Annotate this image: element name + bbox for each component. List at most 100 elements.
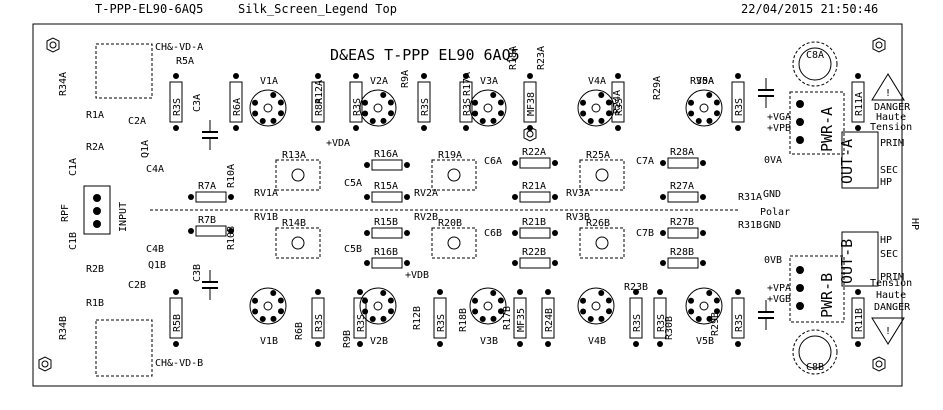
- svg-text:Haute: Haute: [876, 112, 906, 123]
- svg-text:R26B: R26B: [586, 218, 610, 229]
- part-label-18: R17A: [462, 72, 473, 96]
- gnd-label-top: GND: [763, 189, 781, 200]
- part-label-47: Q1A: [140, 140, 151, 158]
- part-label-12: R29A: [652, 76, 663, 100]
- tube-v2b: V2B: [359, 287, 397, 347]
- out-a-sec-label: SEC: [880, 165, 898, 176]
- resistor-top-8: R3S: [731, 73, 745, 131]
- mount-hole-top-left: [46, 37, 60, 53]
- svg-text:R15A: R15A: [374, 181, 398, 192]
- svg-text:V5B: V5B: [696, 336, 714, 347]
- resistor-top-4: R3S: [417, 73, 431, 131]
- part-label-27: R31A: [738, 192, 762, 203]
- resistor-top-5: R3S: [459, 73, 473, 131]
- tube-v4b: V4B: [577, 287, 615, 347]
- trimmer-box-5: R26B: [579, 218, 625, 259]
- svg-text:V2B: V2B: [370, 336, 388, 347]
- svg-text:Tension: Tension: [870, 278, 912, 289]
- out-b-prim-label: PRIM: [880, 272, 904, 283]
- input-connector: [83, 185, 111, 235]
- tube-v3b: V3B: [469, 287, 507, 347]
- resistor-mid-13: R28B: [660, 247, 706, 269]
- resistor-bottom-3: R3S: [433, 289, 447, 347]
- resistor-mid-12: R27B: [660, 217, 706, 239]
- part-label-1: R1A: [86, 110, 104, 121]
- resistor-bottom-0: R5B: [169, 289, 183, 347]
- resistor-mid-3: R15A: [364, 181, 410, 203]
- svg-text:DANGER: DANGER: [874, 302, 911, 313]
- tube-sockets-bottom: V1B V2B V3B V4B V5B: [249, 287, 723, 347]
- resistor-bottom-6: R3S: [629, 289, 643, 347]
- part-label-4: C3A: [192, 94, 203, 112]
- ch-vd-b-label: CH&-VD-B: [155, 358, 203, 369]
- danger-warning-bottom: ! Tension Haute DANGER: [870, 278, 912, 345]
- svg-text:R27A: R27A: [670, 181, 694, 192]
- resistor-mid-2: R16A: [364, 149, 410, 171]
- trimmer-box-4: R25A: [579, 150, 625, 191]
- svg-text:R3S: R3S: [420, 98, 431, 116]
- svg-text:OUT-B: OUT-B: [838, 239, 856, 284]
- svg-text:V1B: V1B: [260, 336, 278, 347]
- svg-text:R27B: R27B: [670, 217, 694, 228]
- resistor-mid-9: R22B: [512, 247, 558, 269]
- trimmer-box-0: R13A: [275, 150, 321, 191]
- part-label-33: RV3A: [566, 188, 590, 199]
- resistor-mid-8: R21B: [512, 217, 558, 239]
- svg-text:R20B: R20B: [438, 218, 462, 229]
- out-b-block: OUT-B: [838, 231, 879, 287]
- part-label-6: R10B: [226, 226, 237, 250]
- part-reference-labels: R34AR1AR2AR5AC3AR10AR10BC3BR2BR1BR34BR24…: [58, 46, 762, 348]
- part-label-48: Q1B: [148, 260, 166, 271]
- svg-text:V4A: V4A: [588, 76, 606, 87]
- svg-text:R25A: R25A: [586, 150, 610, 161]
- svg-text:R11B: R11B: [854, 308, 865, 332]
- part-label-0: R34A: [58, 72, 69, 96]
- svg-text:R3S: R3S: [462, 98, 473, 116]
- part-label-39: C7A: [636, 156, 654, 167]
- part-label-15: R29B: [710, 312, 721, 336]
- svg-text:R28B: R28B: [670, 247, 694, 258]
- svg-text:!: !: [885, 326, 891, 337]
- svg-text:R3S: R3S: [436, 314, 447, 332]
- part-label-21: R9B: [342, 330, 353, 348]
- out-a-block: OUT-A: [838, 131, 879, 189]
- project-name: T-PPP-EL90-6AQ5: [95, 2, 204, 16]
- svg-text:R3S: R3S: [656, 314, 667, 332]
- svg-text:DANGER: DANGER: [874, 102, 911, 113]
- part-label-24: R18B: [458, 308, 469, 332]
- svg-text:R21B: R21B: [522, 217, 546, 228]
- svg-text:R28A: R28A: [670, 147, 694, 158]
- ch-vd-b-box: [95, 319, 153, 377]
- capacitor-c8a: C8A: [792, 41, 838, 87]
- resistor-mid-11: R27A: [660, 181, 706, 203]
- trimmer-box-3: R20B: [431, 218, 477, 259]
- part-label-45: C4A: [146, 164, 164, 175]
- resistor-bottom-8: R3S: [731, 289, 745, 347]
- svg-text:V3A: V3A: [480, 76, 498, 87]
- part-label-44: C2B: [128, 280, 146, 291]
- part-label-28: R31B: [738, 220, 762, 231]
- part-label-7: C3B: [192, 264, 203, 282]
- svg-text:R24B: R24B: [544, 308, 555, 332]
- svg-text:PWR-B: PWR-B: [818, 273, 836, 318]
- svg-text:R8A: R8A: [314, 98, 325, 116]
- tube-v2a: V2A: [359, 76, 397, 127]
- tube-v5b: V5B: [685, 287, 723, 347]
- part-label-40: C7B: [636, 228, 654, 239]
- resistor-bottom-7: R3S: [653, 289, 667, 347]
- svg-text:Tension: Tension: [870, 122, 912, 133]
- part-label-2: R2A: [86, 142, 104, 153]
- part-label-20: R12A: [314, 80, 325, 104]
- part-label-36: C5B: [344, 244, 362, 255]
- part-label-25: R17B: [502, 306, 513, 330]
- board-title: D&EAS T-PPP EL90 6AQ5: [330, 46, 520, 64]
- svg-text:R3S: R3S: [352, 98, 363, 116]
- mount-hole-top-right: [872, 37, 886, 53]
- svg-text:R13A: R13A: [282, 150, 306, 161]
- svg-text:R15B: R15B: [374, 217, 398, 228]
- svg-text:R19A: R19A: [438, 150, 462, 161]
- resistor-mid-5: R16B: [364, 247, 410, 269]
- trimmer-box-2: R19A: [431, 150, 477, 191]
